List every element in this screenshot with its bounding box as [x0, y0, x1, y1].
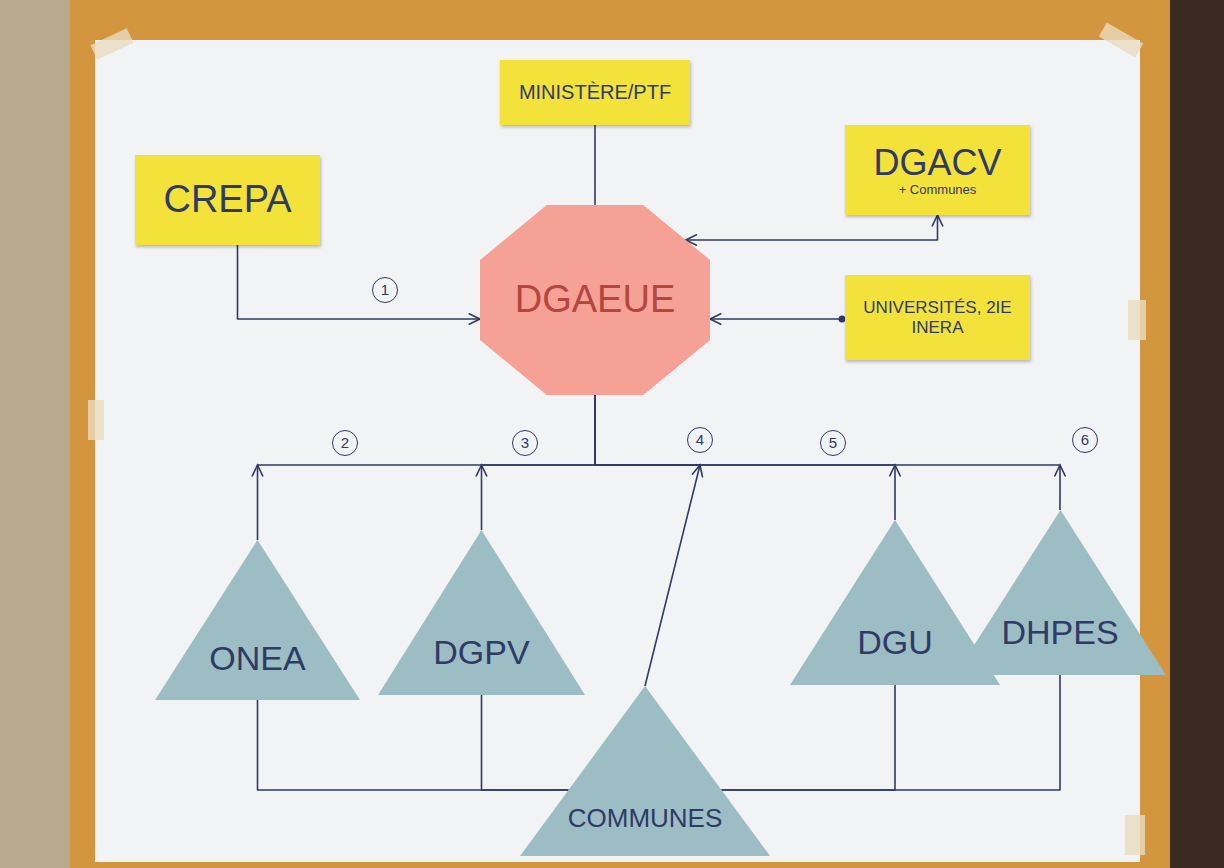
node-label: ONEA: [209, 639, 305, 678]
node-label: + Communes: [899, 183, 977, 198]
connector: [238, 245, 481, 324]
arrow-head: [476, 465, 486, 476]
callout-number: 4: [687, 427, 713, 453]
actor-triangle: DHPES: [955, 510, 1166, 675]
callout-number: 3: [512, 430, 538, 456]
connector-line: [482, 695, 569, 790]
wooden-board: [70, 0, 1170, 868]
text-holder: ONEA: [155, 639, 360, 678]
connector-line: [710, 318, 845, 320]
connector-line: [721, 675, 1060, 790]
connector-line: [721, 685, 895, 790]
text-holder: CREPA: [135, 155, 320, 245]
text-holder: DGACV+ Communes: [845, 125, 1030, 215]
connector-line: [595, 395, 700, 686]
arrow-head: [692, 465, 702, 477]
sticky-note: CREPA: [135, 155, 320, 245]
triangle-fill: [155, 540, 360, 700]
connector: [258, 700, 569, 790]
sticky-note: DGACV+ Communes: [845, 125, 1030, 215]
callout-number: 1: [372, 277, 398, 303]
node-label: UNIVERSITÉS, 2IE INERA: [853, 298, 1022, 337]
callout-number: 6: [1072, 427, 1098, 453]
node-label: DGU: [857, 623, 933, 662]
triangle-fill: [378, 530, 585, 695]
node-label: COMMUNES: [568, 804, 723, 834]
node-label: CREPA: [163, 178, 291, 222]
tape: [1125, 815, 1145, 855]
connector: [595, 395, 1065, 510]
connector: [482, 695, 569, 790]
actor-triangle: DGPV: [378, 530, 585, 695]
octagon-fill: [480, 205, 710, 395]
tape: [90, 28, 133, 59]
triangle-fill: [520, 686, 770, 856]
hub-octagon: DGAEUE: [480, 205, 710, 395]
arrow-head: [469, 314, 480, 324]
connector-line: [258, 700, 569, 790]
connector: [595, 125, 596, 205]
dark-edge: [1170, 0, 1224, 868]
connector-line: [482, 395, 596, 530]
arrow-head: [890, 465, 900, 476]
connector: [721, 675, 1060, 790]
connector-line: [595, 395, 1060, 510]
callout-number: 5: [820, 430, 846, 456]
connector: [595, 395, 900, 520]
arrow-head: [252, 465, 262, 476]
paper-sheet: [95, 40, 1140, 862]
connector: [710, 314, 846, 324]
callout-number: 2: [332, 430, 358, 456]
connector: [252, 395, 595, 540]
tape: [88, 400, 104, 440]
tape: [1099, 23, 1143, 58]
connector-line: [686, 215, 938, 240]
arrow-head: [1055, 465, 1065, 476]
connector-line: [258, 395, 596, 540]
text-holder: UNIVERSITÉS, 2IE INERA: [845, 275, 1030, 360]
tape: [1128, 300, 1146, 340]
connector: [476, 395, 595, 530]
node-label: DGPV: [433, 633, 529, 672]
connector-line: [595, 395, 895, 520]
connector-line: [238, 245, 481, 319]
node-label: DGACV: [873, 142, 1001, 183]
sticky-note: MINISTÈRE/PTF: [500, 60, 690, 125]
text-holder: DGAEUE: [480, 205, 710, 395]
node-label: MINISTÈRE/PTF: [519, 81, 671, 104]
connector-line: [594, 125, 596, 205]
text-holder: DGPV: [378, 633, 585, 672]
triangle-fill: [955, 510, 1166, 675]
text-holder: MINISTÈRE/PTF: [500, 60, 690, 125]
node-label: DHPES: [1001, 613, 1118, 652]
sticky-note: UNIVERSITÉS, 2IE INERA: [845, 275, 1030, 360]
arrow-head: [710, 314, 721, 324]
text-holder: DHPES: [955, 613, 1166, 652]
connector: [686, 215, 943, 245]
arrow-head: [932, 215, 942, 226]
connector: [721, 685, 895, 790]
node-label: DGAEUE: [515, 278, 675, 322]
text-holder: COMMUNES: [520, 804, 770, 834]
actor-triangle: ONEA: [155, 540, 360, 700]
actor-triangle: COMMUNES: [520, 686, 770, 856]
